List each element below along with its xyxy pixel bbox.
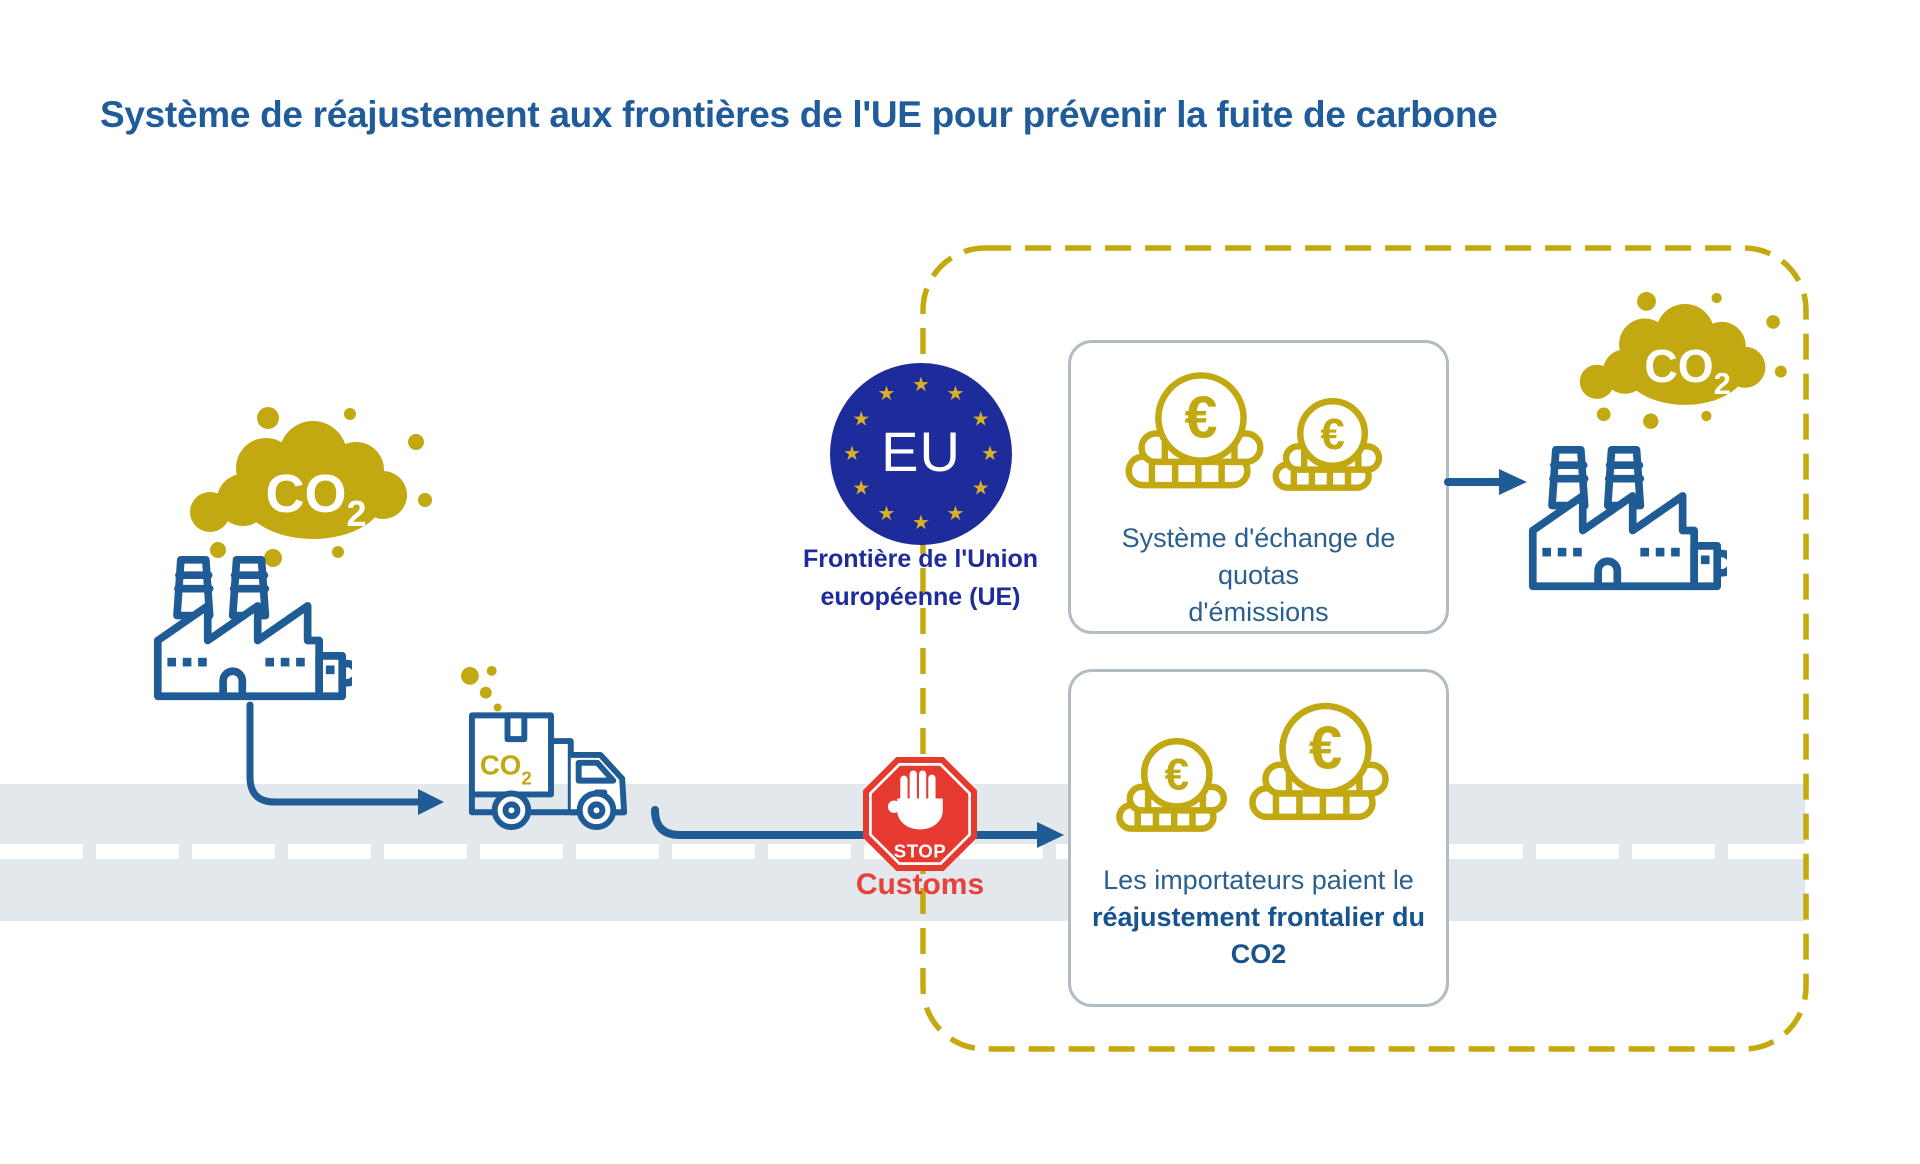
cargo-co2-text: CO2 bbox=[480, 750, 532, 789]
ets-card-line1: Système d'échange de quotas bbox=[1121, 523, 1396, 590]
eu-border-caption-line1: Frontière de l'Union bbox=[802, 545, 1039, 573]
truck-icon: CO2 bbox=[461, 665, 628, 831]
truck-wheel bbox=[491, 790, 532, 831]
euro-symbol: € bbox=[1308, 715, 1341, 782]
euro-symbol: € bbox=[1184, 383, 1217, 450]
truck-to-border-arrow bbox=[651, 806, 1064, 848]
eu-flag-badge: ★ ★ ★ ★ ★ ★ ★ ★ ★ ★ ★ ★ EU bbox=[830, 363, 1012, 545]
truck-wheel bbox=[576, 790, 617, 831]
euro-symbol: € bbox=[1164, 751, 1189, 800]
cbam-card-line2: réajustement frontalier du bbox=[1091, 902, 1426, 932]
factory-to-truck-arrow bbox=[246, 701, 444, 815]
eu-border-caption: Frontière de l'Union européenne (UE) bbox=[783, 540, 1058, 616]
cbam-card: € € Les importateurs paient le réajustem… bbox=[1068, 669, 1449, 1007]
euro-symbol: € bbox=[1320, 410, 1344, 459]
stop-sign-icon: STOP bbox=[863, 757, 977, 871]
ets-card: € € Système d'échange de quotas d'émissi… bbox=[1068, 340, 1449, 634]
customs-label: Customs bbox=[855, 868, 985, 901]
eu-badge-label: EU bbox=[881, 419, 961, 483]
cbam-card-line1: Les importateurs paient le bbox=[1103, 865, 1414, 895]
leak-dots bbox=[461, 665, 502, 712]
ets-card-line2: d'émissions bbox=[1188, 597, 1329, 627]
page-title: Système de réajustement aux frontières d… bbox=[100, 94, 1498, 135]
eu-zone-dashed-border bbox=[920, 245, 1809, 1052]
hand-icon bbox=[887, 770, 943, 830]
co2-cloud-icon: CO2 bbox=[1579, 291, 1787, 429]
ets-card-text: Système d'échange de quotas d'émissions bbox=[1071, 520, 1446, 631]
eu-border-caption-line2: européenne (UE) bbox=[820, 583, 1021, 611]
euro-coins-icon: € € bbox=[1109, 698, 1409, 838]
cbam-card-text: Les importateurs paient le réajustement … bbox=[1084, 862, 1433, 973]
co2-cloud-text: CO2 bbox=[265, 464, 366, 534]
factory-icon bbox=[1523, 446, 1727, 592]
ets-to-factory-arrow bbox=[1444, 469, 1527, 495]
factory-icon bbox=[148, 556, 352, 702]
cbam-card-line3: CO2 bbox=[1230, 939, 1287, 969]
stop-sign-label: STOP bbox=[894, 841, 947, 862]
co2-cloud-text: CO2 bbox=[1644, 340, 1730, 401]
co2-cloud-icon: CO2 bbox=[190, 407, 432, 567]
euro-coins-icon: € € bbox=[1109, 369, 1409, 498]
